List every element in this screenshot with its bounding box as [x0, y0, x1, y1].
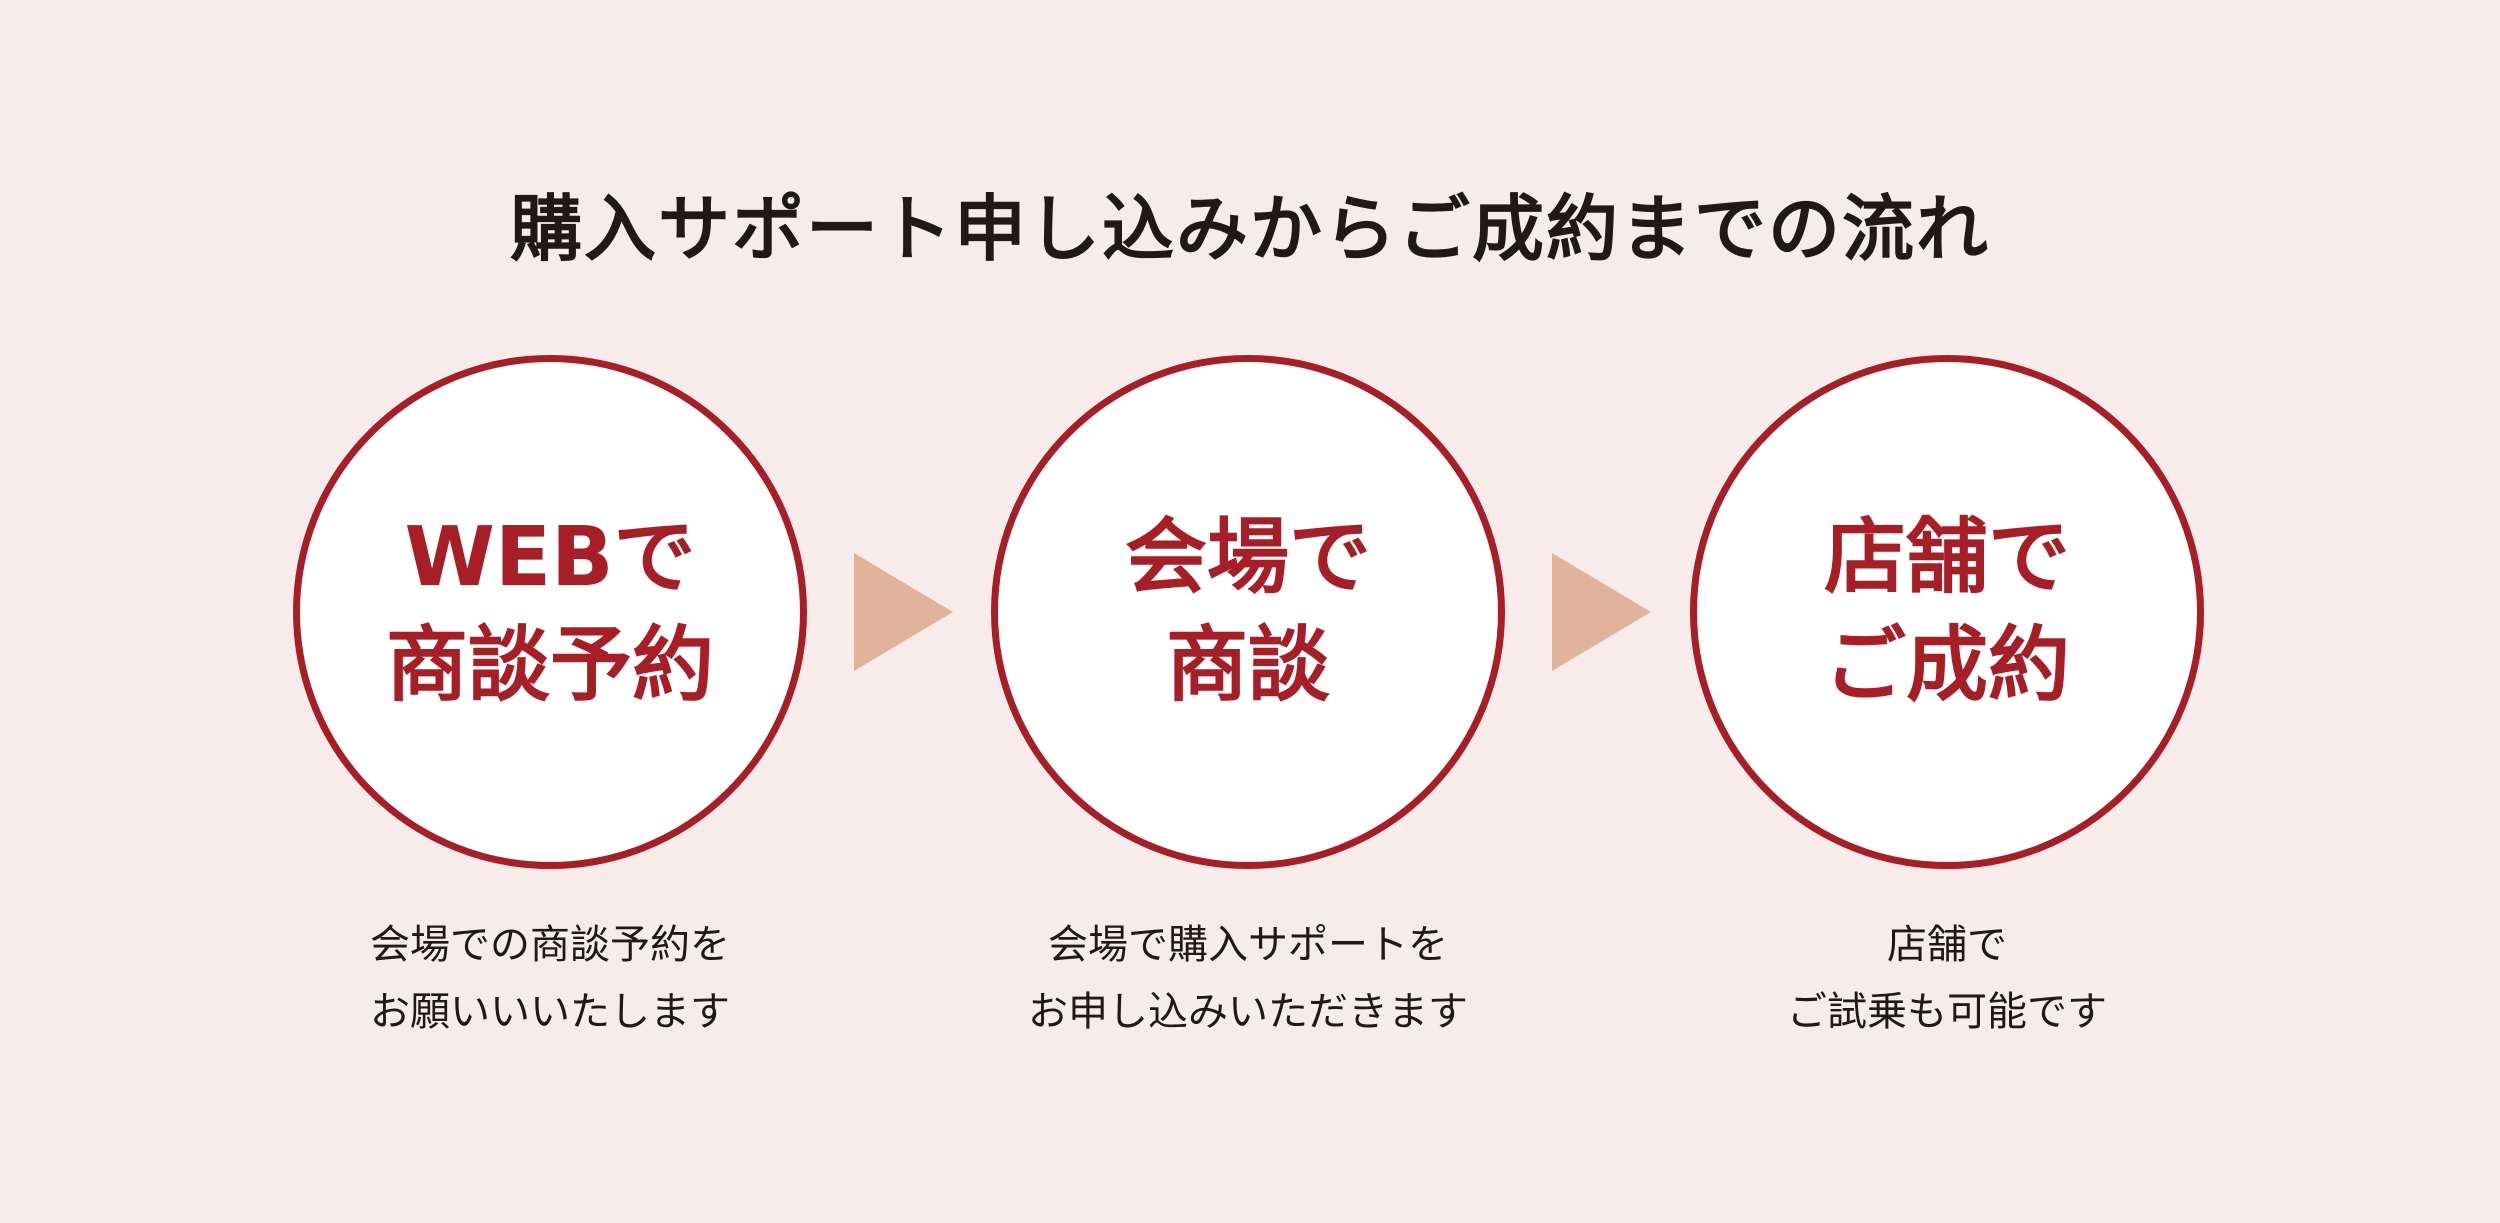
arrow-right-icon	[1552, 553, 1651, 671]
desc-line: お申し込みいただきます	[1028, 989, 1468, 1035]
page-title: 購入サポート申し込みからご成約までの流れ	[509, 187, 1990, 271]
step-3-description: 店舗で ご試乗も可能です	[1597, 912, 2297, 1046]
step-2-label-line-2: 商談	[1165, 618, 1330, 713]
desc-line: 店舗で	[1887, 922, 2007, 968]
step-1-label-line-1: WEBで	[404, 510, 696, 605]
step-1-description: 会場での商談予約を お願いいいたします	[200, 912, 900, 1046]
desc-line: ご試乗も可能です	[1787, 989, 2107, 1035]
step-3-circle: 店舗で ご成約	[1690, 355, 2204, 869]
desc-line: 会場での商談予約を	[370, 922, 730, 968]
step-2-description: 会場で購入サポートを お申し込みいただきます	[898, 912, 1598, 1046]
step-1-label-line-2: 商談予約	[385, 618, 714, 713]
step-3-label-line-1: 店舗で	[1823, 510, 2070, 605]
arrow-right-icon	[854, 553, 953, 671]
step-3-label-line-2: ご成約	[1823, 618, 2070, 713]
step-2-circle: 会場で 商談	[991, 355, 1505, 869]
desc-line: お願いいいたします	[370, 989, 730, 1035]
step-1-circle: WEBで 商談予約	[293, 355, 807, 869]
step-2-label-line-1: 会場で	[1124, 510, 1371, 605]
desc-line: 会場で購入サポートを	[1048, 922, 1448, 968]
